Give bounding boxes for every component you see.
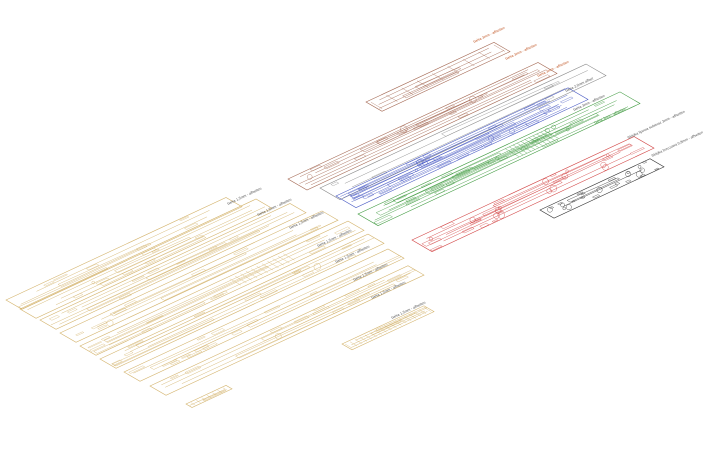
- sheet-tan-5: [79, 220, 365, 356]
- label-gray-2: balsa 3mm - affseiten: [573, 94, 606, 112]
- sheet-red: [411, 136, 655, 252]
- sheet-tan-6: [99, 233, 385, 369]
- label-tan-3: balsa 1,5mm - affseiten: [289, 211, 324, 230]
- label-black-1: Sklejka brzozowa 0,8mm - affseiten: [651, 130, 704, 158]
- sheet-tan-small: [341, 305, 435, 351]
- label-tan-1: balsa 1,5mm - affseiten: [227, 187, 262, 206]
- label-red-1: Sklejka lipowa sobieraz 3mm - affseiten: [627, 110, 686, 140]
- cutting-sheets: [5, 42, 665, 408]
- sheet-gray-outline: [319, 63, 607, 200]
- label-green-1: balsa 3mm - affseiten: [594, 107, 627, 125]
- sheet-brown-large: [287, 62, 558, 191]
- label-tan-6: balsa 1,5mm - affseiten: [353, 263, 388, 282]
- sheet-green: [357, 91, 641, 226]
- label-tan-2: balsa 1,5mm - affseiten: [257, 198, 292, 217]
- sheet-blue: [335, 87, 589, 208]
- sheet-tan-7: [123, 248, 405, 382]
- sheet-tan-8: [149, 265, 425, 396]
- sheet-tan-2: [19, 198, 273, 319]
- sheet-brown-grid: [365, 42, 511, 112]
- sheet-tan-1: [5, 197, 243, 310]
- sheet-tan-bottom: [185, 385, 233, 408]
- label-tan-8: balsa 1,5mm - affseiten: [391, 301, 426, 320]
- label-brown-1: balsa 3mm - affseiten: [473, 26, 506, 44]
- sheet-tan-3: [39, 203, 307, 330]
- sheet-black: [539, 158, 665, 219]
- sheet-tan-4: [59, 210, 339, 343]
